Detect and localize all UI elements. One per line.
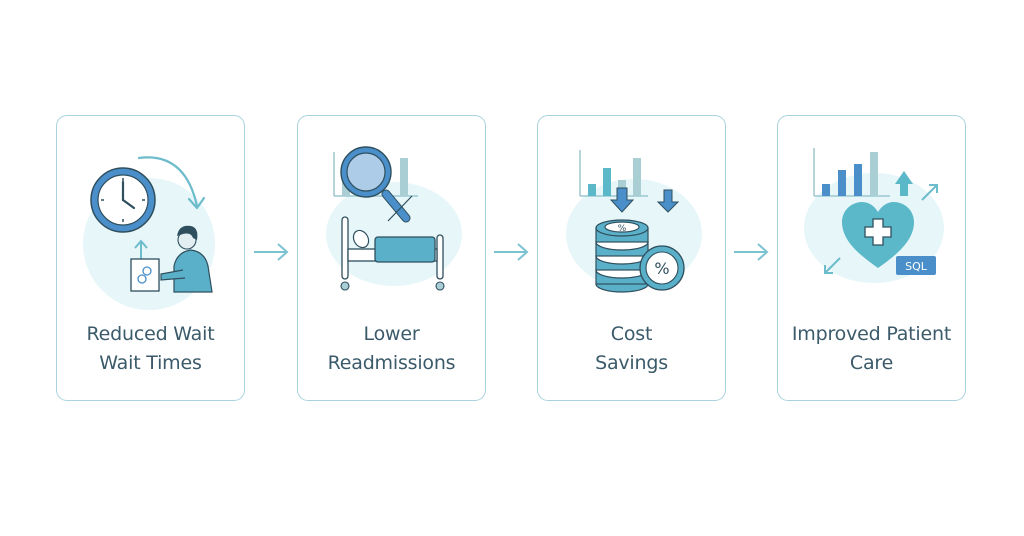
sql-badge: SQL (905, 260, 928, 273)
step-title-line1: Cost (610, 323, 653, 345)
step-title-line2: Readmissions (327, 352, 456, 374)
coins-percent-icon: % % (566, 150, 702, 293)
arrow-right-icon (254, 243, 289, 261)
clock-person-icon (83, 156, 215, 310)
step-title-line1: Lower (363, 323, 420, 345)
arrow-right-icon (734, 243, 769, 261)
step-label: Lower Readmissions (298, 320, 485, 378)
magnifier-bed-icon (326, 146, 462, 291)
step-title-line1: Improved Patient (791, 323, 952, 345)
step-label: Reduced Wait Wait Times (57, 320, 244, 378)
heart-cross-sql-icon: SQL (804, 148, 944, 283)
step-card-reduced-wait: Reduced Wait Wait Times (56, 115, 245, 401)
svg-text:%: % (618, 224, 627, 234)
step-label: Improved Patient Care (778, 320, 965, 378)
step-label: Cost Savings (538, 320, 725, 378)
step-card-cost-savings: % % Cost Savings (537, 115, 726, 401)
step-title-line2: Savings (595, 352, 668, 374)
step-title-line2: Wait Times (99, 352, 202, 374)
step-title-line1: Reduced Wait (86, 323, 215, 345)
step-title-line2: Care (849, 352, 894, 374)
arrow-right-icon (494, 243, 529, 261)
step-card-improved-care: SQL Improved Patient Care (777, 115, 966, 401)
step-card-lower-readmissions: Lower Readmissions (297, 115, 486, 401)
svg-text:%: % (654, 259, 669, 278)
